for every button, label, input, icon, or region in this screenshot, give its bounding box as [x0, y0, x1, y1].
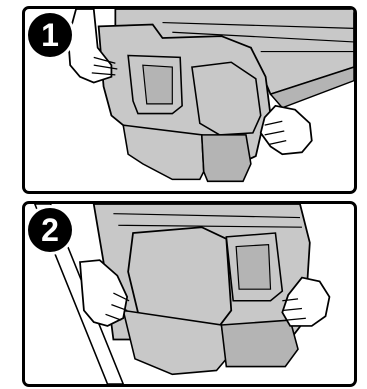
unit-base-foot [221, 320, 298, 366]
unit-base-foot [202, 135, 251, 181]
step-2-panel: 2 [22, 201, 357, 387]
step-1-number-badge: 1 [28, 13, 72, 57]
step-2-number-badge: 2 [28, 208, 72, 252]
step-1-panel: 1 [22, 6, 357, 194]
right-arm [261, 106, 312, 154]
unit-cavity-inner [143, 65, 172, 104]
unit-cavity-inner [236, 245, 270, 290]
unit-base [123, 125, 204, 179]
